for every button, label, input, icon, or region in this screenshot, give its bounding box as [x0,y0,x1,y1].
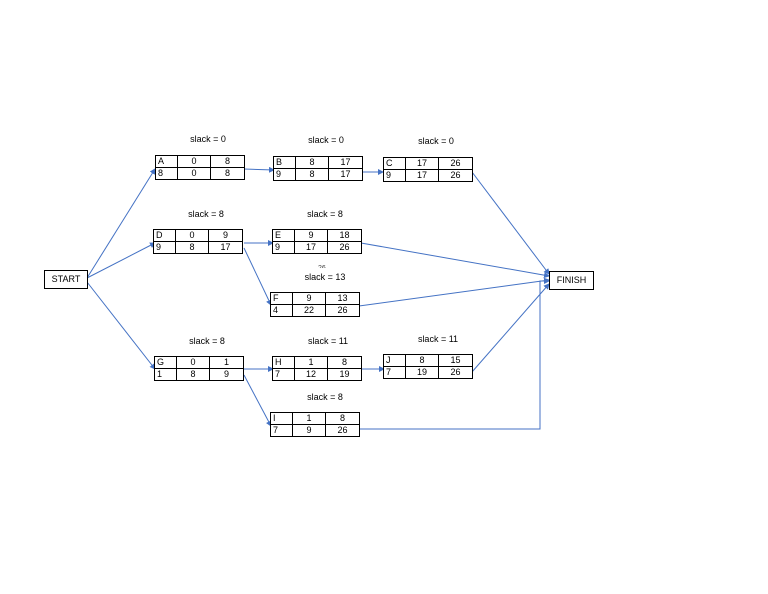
arrow-a-b [243,166,275,173]
early-finish: 17 [328,156,363,169]
duration: 4 [270,304,293,317]
early-start: 1 [294,356,328,369]
early-start: 0 [175,229,209,242]
activity-name: H [272,356,295,369]
early-start: 8 [405,354,439,367]
late-finish: 9 [209,368,244,381]
early-finish: 26 [438,157,473,170]
early-finish: 9 [208,229,243,242]
slack-label-i: slack = 8 [307,392,343,402]
slack-label-c: slack = 0 [418,136,454,146]
late-start: 17 [405,169,439,182]
early-finish: 8 [210,155,245,168]
activity-name: C [383,157,406,170]
activity-name: F [270,292,293,305]
activity-node-i: I 1 8 7 9 26 [270,412,360,437]
late-start: 9 [292,424,326,437]
late-start: 12 [294,368,328,381]
slack-label-g: slack = 8 [189,336,225,346]
slack-label-b: slack = 0 [308,135,344,145]
activity-node-g: G 0 1 1 8 9 [154,356,244,381]
late-finish: 8 [210,167,245,180]
duration: 7 [272,368,295,381]
activity-name: G [154,356,177,369]
duration: 7 [383,366,406,379]
activity-node-e: E 9 18 9 17 26 [272,229,362,254]
slack-label-j: slack = 11 [417,334,459,344]
arrow-c-finish [471,171,550,275]
slack-label-a: slack = 0 [190,134,226,144]
late-start: 22 [292,304,326,317]
arrow-f-finish [358,277,550,307]
late-finish: 17 [208,241,243,254]
early-start: 9 [294,229,328,242]
arrow-start-a [86,168,156,279]
slack-label-d: slack = 8 [188,209,224,219]
late-finish: 26 [327,241,362,254]
arrow-start-g [86,281,156,370]
early-finish: 13 [325,292,360,305]
duration: 9 [273,168,296,181]
duration: 9 [272,241,295,254]
stray-fragment-text: 26 [318,263,326,268]
late-start: 17 [294,241,328,254]
arrow-d-f [243,247,272,306]
activity-name: D [153,229,176,242]
slack-label-h: slack = 11 [307,336,349,346]
arrow-j-finish [471,283,550,373]
early-finish: 8 [327,356,362,369]
late-finish: 26 [325,424,360,437]
activity-name: J [383,354,406,367]
early-finish: 18 [327,229,362,242]
late-finish: 26 [438,169,473,182]
activity-name: I [270,412,293,425]
late-finish: 26 [438,366,473,379]
late-finish: 26 [325,304,360,317]
early-finish: 1 [209,356,244,369]
early-start: 0 [177,155,211,168]
duration: 1 [154,368,177,381]
arrow-g-i [243,374,272,427]
early-start: 8 [295,156,329,169]
activity-node-a: A 0 8 8 0 8 [155,155,245,180]
activity-node-f: F 9 13 4 22 26 [270,292,360,317]
early-finish: 8 [325,412,360,425]
late-finish: 17 [328,168,363,181]
arrow-e-finish [360,242,550,279]
slack-label-e: slack = 8 [307,209,343,219]
early-start: 0 [176,356,210,369]
activity-node-h: H 1 8 7 12 19 [272,356,362,381]
activity-name: B [273,156,296,169]
late-finish: 19 [327,368,362,381]
activity-node-c: C 17 26 9 17 26 [383,157,473,182]
duration: 9 [383,169,406,182]
activity-node-b: B 8 17 9 8 17 [273,156,363,181]
early-finish: 15 [438,354,473,367]
activity-node-d: D 0 9 9 8 17 [153,229,243,254]
early-start: 9 [292,292,326,305]
early-start: 17 [405,157,439,170]
activity-name: E [272,229,295,242]
finish-node: FINISH [549,271,594,290]
duration: 7 [270,424,293,437]
duration: 8 [155,167,178,180]
arrow-start-d [86,242,156,279]
activity-name: A [155,155,178,168]
early-start: 1 [292,412,326,425]
arrow-i-finish [359,278,550,430]
slack-label-f: slack = 13 [304,272,346,282]
duration: 9 [153,241,176,254]
late-start: 8 [175,241,209,254]
late-start: 8 [295,168,329,181]
late-start: 19 [405,366,439,379]
late-start: 0 [177,167,211,180]
activity-node-j: J 8 15 7 19 26 [383,354,473,379]
late-start: 8 [176,368,210,381]
start-node: START [44,270,88,289]
